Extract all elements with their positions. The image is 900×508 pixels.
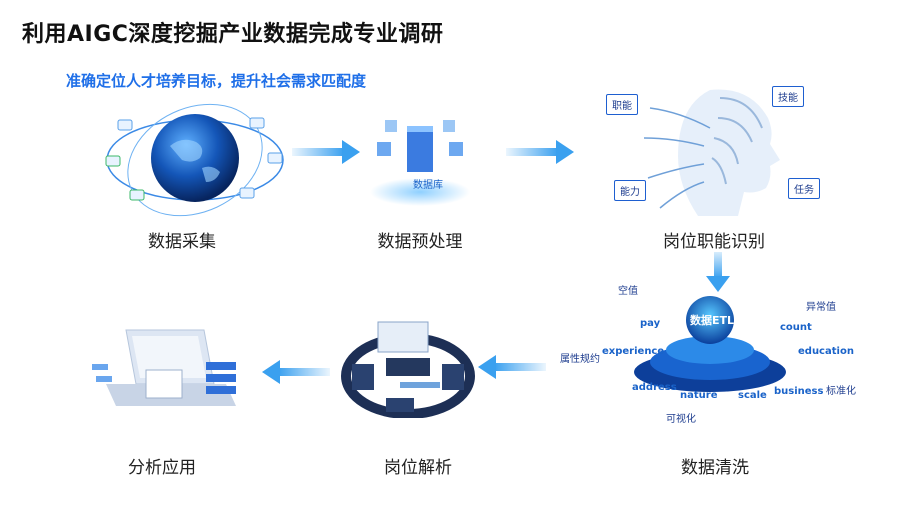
arrow-left-icon bbox=[262, 360, 330, 384]
step-label-job-recognition: 岗位职能识别 bbox=[663, 232, 765, 252]
face-tag-ability: 能力 bbox=[614, 180, 646, 201]
step-label-parsing: 岗位解析 bbox=[384, 458, 452, 478]
arrow-right-icon bbox=[506, 140, 574, 164]
etl-word-standardize: 标准化 bbox=[826, 386, 856, 397]
step-label-preprocessing: 数据预处理 bbox=[377, 232, 463, 252]
etl-word-visualize: 可视化 bbox=[666, 414, 696, 425]
etl-word-count: count bbox=[780, 322, 812, 333]
page-title: 利用AIGC深度挖掘产业数据完成专业调研 bbox=[22, 22, 444, 47]
ai-head-illustration bbox=[643, 89, 780, 216]
etl-word-pay: pay bbox=[640, 318, 661, 329]
preprocess-box-label: 数据库 bbox=[413, 180, 443, 191]
face-tag-function: 职能 bbox=[606, 94, 638, 115]
arrow-left-icon bbox=[478, 355, 546, 379]
etl-word-experience: experience bbox=[602, 346, 665, 357]
etl-word-null: 空值 bbox=[618, 286, 638, 297]
arrow-down-icon bbox=[706, 252, 730, 292]
arrow-right-icon bbox=[292, 140, 360, 164]
etl-word-attr-reduction: 属性规约 bbox=[560, 354, 600, 365]
step-label-application: 分析应用 bbox=[128, 458, 196, 478]
preprocessing-illustration bbox=[370, 120, 470, 206]
etl-word-outlier: 异常值 bbox=[806, 302, 836, 313]
step-label-collection: 数据采集 bbox=[148, 232, 216, 252]
etl-word-nature: nature bbox=[680, 390, 718, 401]
etl-platform-illustration bbox=[634, 296, 786, 392]
face-tag-task: 任务 bbox=[788, 178, 820, 199]
face-tag-skill: 技能 bbox=[772, 86, 804, 107]
etl-word-education: education bbox=[798, 346, 854, 357]
job-parsing-illustration bbox=[341, 321, 475, 418]
page-subtitle: 准确定位人才培养目标，提升社会需求匹配度 bbox=[66, 72, 367, 90]
etl-center-label: 数据ETL bbox=[690, 314, 735, 327]
step-label-cleansing: 数据清洗 bbox=[681, 458, 749, 478]
analysis-application-illustration bbox=[92, 329, 236, 406]
etl-word-business: business bbox=[774, 386, 824, 397]
etl-word-address: address bbox=[632, 382, 677, 393]
data-collection-illustration bbox=[105, 103, 284, 217]
etl-word-scale: scale bbox=[738, 390, 767, 401]
